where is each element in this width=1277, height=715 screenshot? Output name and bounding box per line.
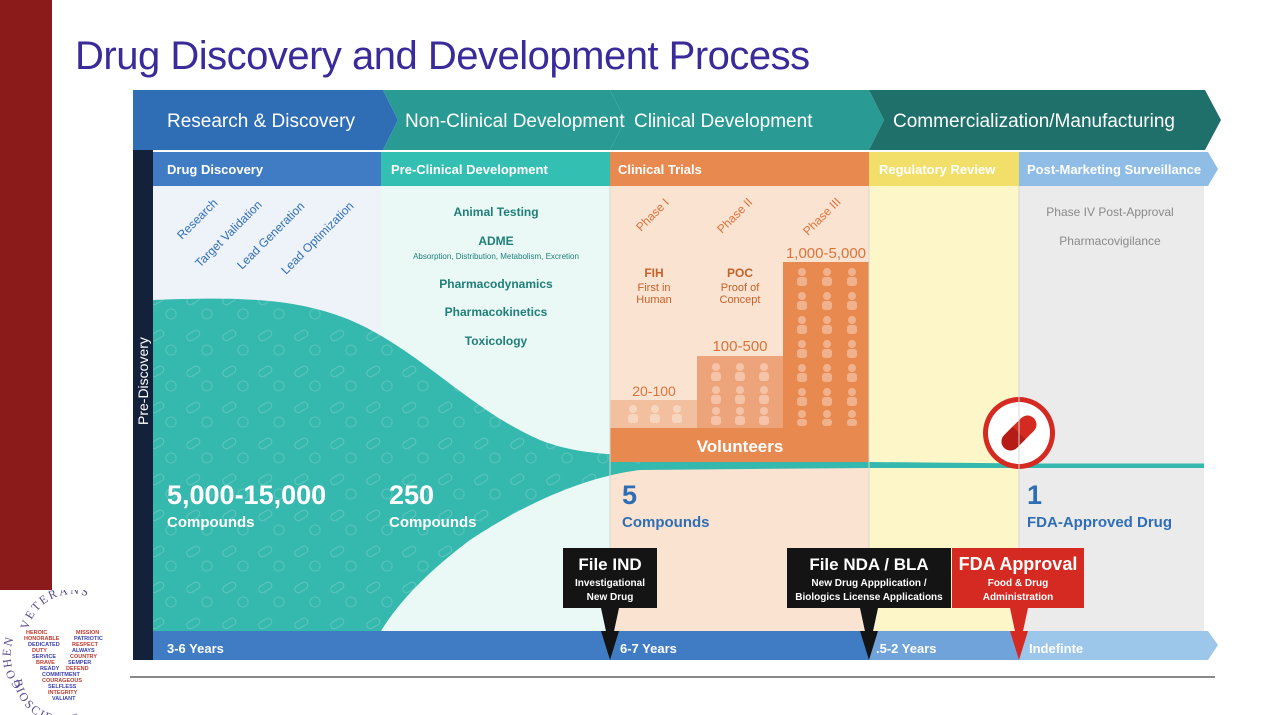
logo-word: BRAVE bbox=[36, 660, 55, 666]
subheader-clinical-trials: Clinical Trials bbox=[618, 162, 702, 177]
logo-word: DUTY bbox=[32, 648, 47, 654]
timeline-label-4: Indefinte bbox=[1029, 641, 1083, 656]
timeline-label-2: 6-7 Years bbox=[620, 641, 677, 656]
stage-label-commercialization: Commercialization/Manufacturing bbox=[893, 111, 1175, 132]
stage-header-clinical bbox=[610, 90, 884, 150]
logo-word: VALIANT bbox=[52, 696, 76, 702]
compounds-count-approved: 1 bbox=[1027, 480, 1042, 510]
item-adme-detail: Absorption, Distribution, Metabolism, Ex… bbox=[413, 252, 579, 261]
slide-edge-mark bbox=[1265, 283, 1277, 301]
pre-discovery-bar bbox=[133, 150, 153, 660]
milestone-fda-title: FDA Approval bbox=[959, 554, 1078, 574]
volunteers-label: Volunteers bbox=[697, 437, 784, 456]
phase-1-bar bbox=[610, 400, 697, 428]
milestone-file-nda-bla: File NDA / BLA New Drug Appplication / B… bbox=[787, 548, 951, 650]
item-animal-testing: Animal Testing bbox=[453, 205, 538, 219]
logo-word: RESPECT bbox=[72, 642, 99, 648]
timeline-label-1: 3-6 Years bbox=[167, 641, 224, 656]
subheader-bg-post-marketing bbox=[1019, 152, 1218, 186]
logo-word: ALWAYS bbox=[72, 648, 95, 654]
phase-1-line1: First in bbox=[638, 282, 671, 294]
subheader-bg-drug-discovery bbox=[153, 152, 381, 186]
logo-word: DEFEND bbox=[66, 666, 89, 672]
logo-word: HONORABLE bbox=[24, 636, 60, 642]
logo-word: COMMITMENT bbox=[42, 672, 81, 678]
item-adme: ADME bbox=[478, 234, 513, 248]
subheader-post-marketing: Post-Marketing Surveillance bbox=[1027, 162, 1201, 177]
compounds-label-discovery: Compounds bbox=[167, 514, 255, 531]
logo-word: INTEGRITY bbox=[48, 690, 78, 696]
logo-word: HEROIC bbox=[26, 630, 47, 636]
compounds-count-preclinical: 250 bbox=[389, 480, 434, 510]
item-pharmacodynamics: Pharmacodynamics bbox=[439, 277, 553, 291]
milestone-nda-line2: Biologics License Applications bbox=[795, 592, 943, 603]
phase-1-abbr: FIH bbox=[644, 266, 663, 280]
milestone-nda-line1: New Drug Appplication / bbox=[811, 578, 926, 589]
stage-label-nonclinical: Non-Clinical Development bbox=[405, 111, 625, 132]
timeline-label-3: .5-2 Years bbox=[876, 641, 936, 656]
slide-title: Drug Discovery and Development Process bbox=[75, 34, 810, 78]
timeline-segment-3 bbox=[869, 631, 1019, 660]
phase-1-line2: Human bbox=[636, 294, 671, 306]
item-toxicology: Toxicology bbox=[465, 334, 528, 348]
stage-header-research bbox=[133, 90, 398, 150]
svg-text:VETERANS: VETERANS bbox=[17, 590, 92, 631]
compounds-count-clinical: 5 bbox=[622, 480, 637, 510]
pill-texture bbox=[153, 298, 640, 631]
item-pharmacokinetics: Pharmacokinetics bbox=[445, 305, 548, 319]
logo-word: DEDICATED bbox=[28, 642, 60, 648]
stage-header-commercialization bbox=[869, 90, 1221, 150]
phase-3-count: 1,000-5,000 bbox=[786, 245, 866, 262]
milestone-fda-approval: FDA Approval Food & Drug Administration bbox=[952, 548, 1084, 650]
stage-label-research: Research & Discovery bbox=[167, 111, 355, 132]
compounds-label-preclinical: Compounds bbox=[389, 514, 477, 531]
phase-2-bar bbox=[697, 356, 783, 428]
footer-divider bbox=[130, 676, 1215, 678]
logo-word: SEMPER bbox=[68, 660, 91, 666]
subheader-regulatory: Regulatory Review bbox=[879, 162, 996, 177]
timeline-segment-2 bbox=[610, 631, 869, 660]
phase-3-bar bbox=[783, 262, 869, 428]
volunteer-figures bbox=[628, 268, 857, 426]
volunteers-bar bbox=[610, 428, 869, 462]
logo-word: SERVICE bbox=[32, 654, 56, 660]
subheader-preclinical: Pre-Clinical Development bbox=[391, 162, 548, 177]
milestone-ind-line2: New Drug bbox=[587, 592, 634, 603]
stage-label-clinical: Clinical Development bbox=[634, 111, 813, 132]
compounds-count-discovery: 5,000-15,000 bbox=[167, 480, 326, 510]
phase-2-count: 100-500 bbox=[712, 338, 767, 355]
logo-word: SELFLESS bbox=[48, 684, 77, 690]
subheader-bg-preclinical bbox=[381, 152, 610, 186]
milestone-ind-line1: Investigational bbox=[575, 578, 645, 589]
milestone-fda-line1: Food & Drug bbox=[988, 578, 1049, 589]
cohen-veterans-bioscience-logo: VETERANS COHEN BIOSCIENCE HEROIC HONORAB… bbox=[0, 590, 103, 715]
timeline-segment-1 bbox=[153, 631, 610, 660]
stage-header-nonclinical bbox=[383, 90, 625, 150]
milestone-file-ind: File IND Investigational New Drug bbox=[563, 548, 657, 650]
logo-top-arc: VETERANS bbox=[17, 590, 90, 631]
logo-word: READY bbox=[40, 666, 60, 672]
phase-1-count: 20-100 bbox=[632, 383, 676, 399]
compounds-label-approved: FDA-Approved Drug bbox=[1027, 514, 1172, 531]
logo-word: COUNTRY bbox=[70, 654, 97, 660]
subheader-drug-discovery: Drug Discovery bbox=[167, 162, 264, 177]
left-accent-bar bbox=[0, 0, 52, 590]
logo-word: MISSION bbox=[76, 630, 99, 636]
post-item-phase4: Phase IV Post-Approval bbox=[1046, 205, 1173, 219]
compounds-label-clinical: Compounds bbox=[622, 514, 710, 531]
milestone-fda-line2: Administration bbox=[983, 592, 1054, 603]
logo-word: PATRIOTIC bbox=[74, 636, 103, 642]
phase-2-line2: Concept bbox=[720, 294, 761, 306]
phase-2-abbr: POC bbox=[727, 266, 753, 280]
phase-2-line1: Proof of bbox=[721, 282, 760, 294]
logo-word: COURAGEOUS bbox=[42, 678, 82, 684]
subheader-bg-clinical-trials bbox=[610, 152, 869, 186]
milestone-ind-title: File IND bbox=[578, 555, 641, 574]
pre-discovery-label: Pre-Discovery bbox=[135, 337, 151, 425]
post-item-pharmacovigilance: Pharmacovigilance bbox=[1059, 234, 1161, 248]
timeline-segment-4 bbox=[1019, 631, 1218, 660]
subheader-bg-regulatory bbox=[869, 152, 1019, 186]
milestone-nda-title: File NDA / BLA bbox=[809, 555, 928, 574]
